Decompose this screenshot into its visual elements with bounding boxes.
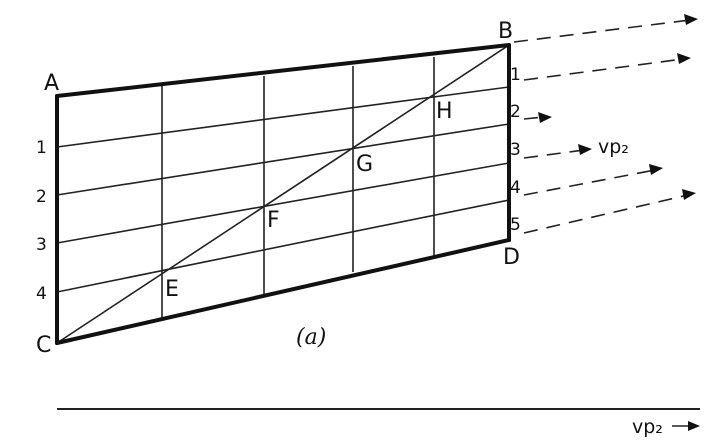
right-number-1: 1 [510, 65, 521, 85]
projection-line-4 [523, 149, 585, 159]
right-number-5: 5 [510, 215, 521, 235]
ground-label-arrowhead [688, 421, 700, 431]
point-labels: A B C D E F G H [36, 19, 520, 358]
diagonal-c-b [56, 44, 510, 344]
arrowhead-4 [578, 144, 592, 155]
ground-line-vp-label: vp₂ [632, 416, 663, 438]
frame-edge-a-b [55, 43, 511, 98]
arrowhead-1 [684, 14, 698, 25]
grid-line-h4 [56, 199, 510, 293]
point-label-b: B [498, 19, 513, 44]
point-label-a: A [44, 71, 59, 96]
right-number-2: 2 [510, 102, 521, 122]
point-label-d: D [503, 245, 520, 270]
point-label-e: E [165, 277, 179, 302]
arrowhead-5 [649, 164, 663, 175]
vanishing-point-label: vp₂ [598, 136, 629, 158]
grid-line-h3 [56, 162, 510, 244]
right-number-4: 4 [510, 178, 521, 198]
frame-edge-c-d [55, 238, 511, 345]
outer-frame [55, 43, 511, 345]
left-number-1: 1 [36, 138, 47, 158]
projection-line-3 [523, 116, 544, 120]
left-number-2: 2 [36, 187, 47, 207]
right-number-3: 3 [510, 140, 521, 160]
figure-caption: (a) [296, 325, 326, 350]
right-scale-numbers: 1 2 3 4 5 [510, 65, 521, 235]
grid-line-h2 [56, 123, 510, 196]
projection-line-5 [523, 169, 656, 196]
projection-line-2 [523, 58, 684, 81]
projection-lines [513, 14, 698, 234]
arrowhead-2 [677, 53, 691, 64]
point-label-f: F [267, 208, 280, 233]
point-label-c: C [36, 333, 51, 358]
vertical-grid-lines [161, 57, 435, 318]
arrowhead-6 [682, 189, 696, 200]
point-label-h: H [436, 99, 453, 124]
left-scale-numbers: 1 2 3 4 [36, 138, 47, 304]
projection-line-1 [513, 19, 691, 43]
point-label-g: G [356, 152, 373, 177]
left-number-4: 4 [36, 284, 47, 304]
left-number-3: 3 [36, 235, 47, 255]
arrowhead-3 [538, 112, 552, 123]
projection-line-6 [523, 194, 689, 234]
